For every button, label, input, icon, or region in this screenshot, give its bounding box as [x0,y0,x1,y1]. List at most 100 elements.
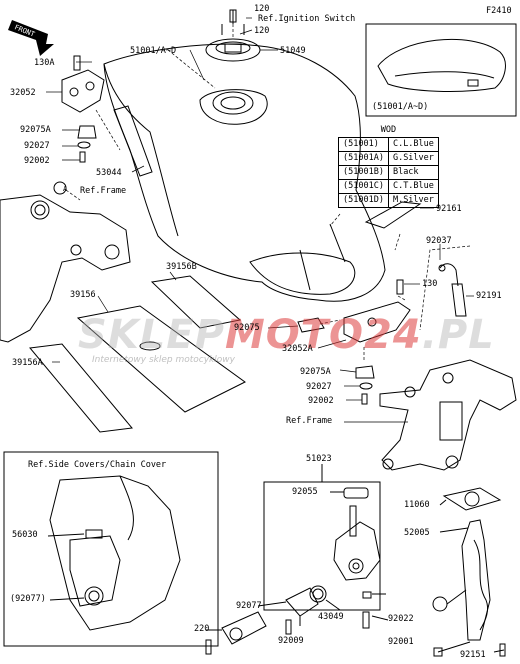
callout-92055: 92055 [292,487,318,497]
callout-92002-bot: 92002 [308,396,334,406]
callout-92191: 92191 [476,291,502,301]
callout-51023: 51023 [306,454,332,464]
figure-code: F2410 [486,6,512,16]
table-row: (51001) C.L.Blue [338,137,439,152]
callout-32052: 32052 [10,88,36,98]
side-cover [49,475,181,631]
bolt-92151 [499,643,506,657]
callout-43049: 43049 [318,612,344,622]
side-covers-box [3,451,219,647]
callout-92022: 92022 [388,614,414,624]
table-row: (51001D) M.Silver [338,193,439,208]
bolt-92002 [79,151,86,163]
gasket-92055 [343,487,369,499]
bolt-92001 [362,611,370,629]
lever-92077 [285,587,319,617]
grommet-92077-ref [84,586,104,606]
grommet-56030 [85,529,103,539]
watermark-tagline: Internetowy sklep motocyklowy [92,355,235,365]
callout-32052a: 32052A [282,344,313,354]
fuel-cock [333,521,381,581]
callout-92077-paren: (92077) [10,594,46,604]
callout-92151: 92151 [460,650,486,660]
callout-130b: 130 [422,279,438,289]
collar-92027-lower [359,382,373,390]
front-arrow-badge [8,20,54,56]
bracket-32052a [343,301,411,343]
ref-circle-a-frame [53,181,67,195]
wod-color: C.L.Blue [387,137,439,152]
wod-code: (51001A) [338,151,389,166]
float [432,596,448,612]
screw-92009 [285,619,292,635]
table-row: (51001A) G.Silver [338,151,439,166]
callout-92002-top: 92002 [24,156,50,166]
bolt-220 [205,639,212,655]
callout-52005: 52005 [404,528,430,538]
knob-220 [221,611,267,645]
callout-39156b: 39156B [166,262,197,272]
watermark-part1: SKLEP [78,312,225,358]
inset-tank-box [365,23,517,117]
callout-39156: 39156 [70,290,96,300]
table-row: (51001C) C.T.Blue [338,179,439,194]
callout-51001: 51001/A~D [130,46,177,56]
wod-color: M.Silver [387,193,439,208]
callout-120a: 120 [254,4,270,14]
pad-39156 [76,305,246,413]
callout-51049: 51049 [280,46,306,56]
callout-92027-bot: 92027 [306,382,332,392]
callout-92027-top: 92027 [24,141,50,151]
frame-rear [379,359,517,471]
callout-ref-ignition: Ref.Ignition Switch [258,14,356,24]
wod-code: (51001B) [338,165,389,180]
bracket-32052 [61,69,105,113]
sender-52005 [461,519,491,641]
bolt-130a [73,55,81,71]
callout-92075a-bot: 92075A [300,367,331,377]
callout-92001: 92001 [388,637,414,647]
washer-92022 [362,591,372,599]
wod-code: (51001) [338,137,389,152]
cushion-92075a-lower [355,365,375,379]
pad-39156b [150,275,242,329]
pad-39156a [29,343,133,433]
callout-92037: 92037 [426,236,452,246]
callout-ref-side-covers: Ref.Side Covers/Chain Cover [28,460,167,470]
watermark-part2: MOTO24 [224,312,422,358]
callout-ref-frame-bot: Ref.Frame [286,416,333,426]
callout-92077: 92077 [236,601,262,611]
tank-front-edge [103,63,179,237]
table-row: (51001B) Black [338,165,439,180]
cushion-92075 [297,317,325,333]
bolt-92002-lower [361,393,368,405]
inset-tank [377,38,506,92]
wod-code: (51001D) [338,193,389,208]
wod-color: Black [387,165,439,180]
wod-code: (51001C) [338,179,389,194]
cushion-92075a [77,125,97,139]
callout-92009: 92009 [278,636,304,646]
seal-53044 [113,105,153,177]
callout-circle-a-left: A [63,185,68,193]
callout-11060: 11060 [404,500,430,510]
callout-39156a: 39156A [12,358,43,368]
gasket-11060 [442,487,502,511]
bolt-130 [396,279,404,295]
callout-53044: 53044 [96,168,122,178]
callout-130a: 130A [34,58,55,68]
watermark-logo: SKLEPMOTO24.PL [78,312,495,358]
wod-color: G.Silver [387,151,439,166]
frame-left [0,194,131,343]
filler-neck [212,91,254,115]
tank-bottom-detail [249,252,356,295]
hose-92191 [451,283,467,317]
callout-92075: 92075 [234,323,260,333]
callout-inset-tank: (51001/A~D) [372,102,429,112]
fuel-tank [103,43,386,302]
bolt-120 [229,9,237,23]
watermark-part3: .PL [421,312,495,358]
callout-120b: 120 [254,26,270,36]
